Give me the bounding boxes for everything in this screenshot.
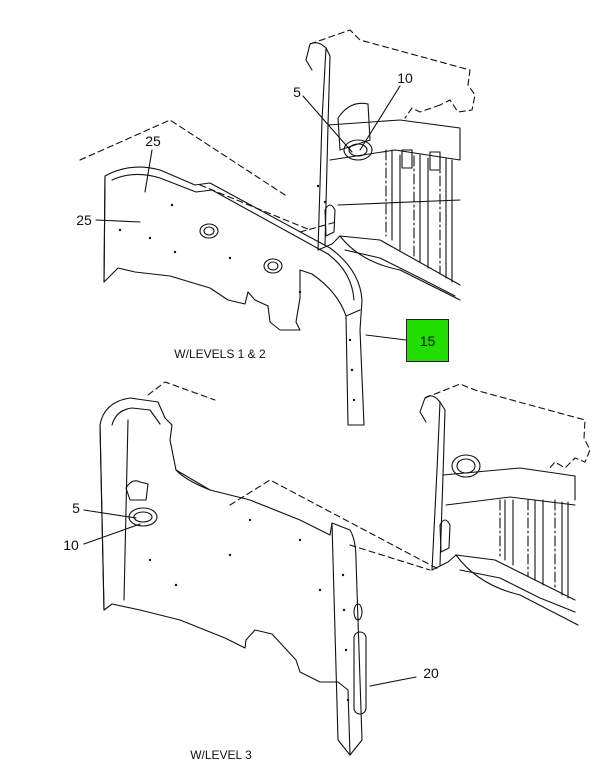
panel-20-fasteners	[148, 518, 350, 702]
insulation-panel-15	[103, 166, 365, 426]
callout-5-bottom: 5	[72, 500, 80, 516]
callout-10-top: 10	[397, 70, 413, 86]
callout-25-left: 25	[76, 212, 92, 228]
panel-15-fasteners	[118, 184, 356, 402]
callout-5-top: 5	[293, 84, 301, 100]
caption-levels-1-2: W/LEVELS 1 & 2	[174, 347, 266, 361]
callout-15-hotspot[interactable]: 15	[406, 319, 449, 362]
cab-wall-bottom	[419, 383, 591, 626]
cab-wall-top	[305, 29, 476, 301]
callout-25-upper: 25	[145, 133, 161, 149]
caption-level-3: W/LEVEL 3	[190, 748, 252, 761]
callout-15-label: 15	[419, 332, 436, 349]
callout-20: 20	[423, 665, 439, 681]
insulation-panel-20	[99, 397, 367, 756]
callout-10-bottom: 10	[63, 537, 79, 553]
